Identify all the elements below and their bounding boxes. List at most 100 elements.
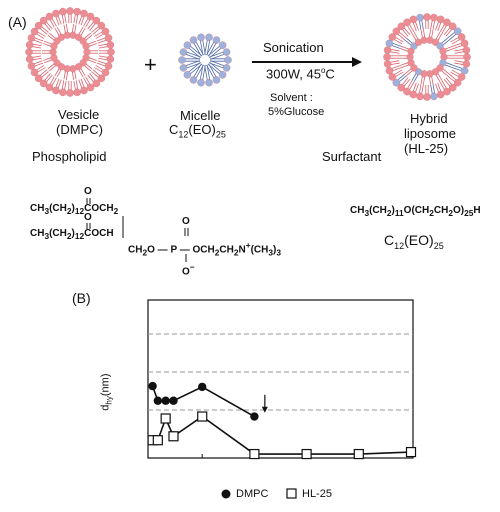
hybrid-inner-head (406, 53, 414, 61)
micelle-surfactant-head (218, 71, 227, 79)
outer-lipid-head (97, 21, 106, 30)
hybrid-inner-head (439, 47, 447, 55)
dmpc-chain1: CH3(CH2)12COCH2 (30, 203, 119, 216)
vesicle-sub-label: (DMPC) (56, 122, 103, 137)
outer-lipid-head (45, 12, 54, 21)
hybrid-line3: (HL-25) (404, 141, 449, 156)
micelle-surfactant-head (178, 56, 186, 64)
hybrid-outer-head (423, 93, 431, 101)
micelle-surfactant-head (212, 36, 221, 44)
dmpc-o1: O (84, 186, 92, 197)
hybrid-outer-head (436, 90, 445, 99)
outer-lipid-head (25, 48, 33, 56)
hybrid-outer-head (448, 22, 457, 31)
inner-lipid-head (49, 48, 57, 56)
inner-lipid-head (50, 54, 58, 62)
micelle-formula: C12(EO)25 (169, 122, 226, 140)
phosphate-chain: CH2O — P — OCH2CH2N+(CH3)3 (128, 240, 281, 258)
micelle-surfactant-head (218, 41, 227, 49)
micelle-illustration (178, 33, 232, 87)
outer-lipid-head (73, 7, 81, 16)
micelle-label: Micelle (180, 108, 221, 123)
hybrid-outer-head (385, 39, 394, 48)
outer-lipid-head (30, 27, 39, 36)
micelle-surfactant-head (183, 41, 192, 49)
hybrid-outer-head (443, 87, 451, 96)
hybrid-line2: liposome (404, 126, 457, 141)
micelle-surfactant-head (197, 33, 205, 42)
outer-lipid-head (25, 41, 34, 49)
y-axis-label: dhy(nm) (99, 373, 114, 411)
micelle-surfactant-head (212, 76, 221, 84)
hybrid-outer-head (460, 39, 469, 48)
hybrid-outer-head (453, 27, 462, 36)
surfactant-name: C12(EO)25 (384, 232, 444, 251)
micelle-surfactant-head (189, 36, 198, 44)
dmpc-chain2: CH3(CH2)12COCH (30, 228, 114, 241)
micelle-surfactant-head (189, 76, 198, 84)
outer-lipid-head (86, 12, 95, 21)
hybrid-outer-head (388, 33, 397, 41)
solvent-value: 5%Glucose (268, 106, 325, 118)
annotation-arrow-head (261, 406, 268, 413)
hybrid-outer-head (430, 92, 438, 101)
micelle-surfactant-head (179, 64, 188, 72)
outer-lipid-head (106, 41, 115, 49)
outer-lipid-head (92, 16, 101, 25)
outer-lipid-head (92, 79, 101, 88)
data-point-hl-25 (197, 411, 208, 422)
outer-lipid-head (66, 7, 74, 15)
inner-lipid-head (82, 42, 90, 50)
hybrid-outer-head (416, 13, 424, 22)
outer-lipid-head (30, 68, 39, 77)
legend-hl25-marker (286, 488, 297, 499)
legend-hl25-label: HL-25 (302, 488, 332, 500)
data-point-hl-25 (168, 431, 179, 442)
outer-lipid-head (104, 62, 113, 70)
phosphate-o-bottom: O− (182, 262, 195, 278)
hybrid-outer-head (397, 83, 406, 92)
vesicle-label: Vesicle (58, 107, 100, 122)
dmpc-o2: O (84, 212, 92, 223)
outer-lipid-head (101, 68, 110, 77)
hybrid-inner-head (407, 59, 415, 67)
data-point-hl-25 (152, 435, 163, 446)
hybrid-outer-head (403, 18, 411, 27)
outer-lipid-head (106, 55, 115, 63)
series-layer (147, 381, 417, 460)
outer-lipid-head (34, 74, 43, 83)
legend-dmpc-marker (221, 489, 231, 499)
sonication-label: Sonication (263, 40, 324, 55)
data-point-dmpc (198, 382, 207, 392)
data-point-hl-25 (249, 448, 260, 460)
solvent-label: Solvent : (270, 92, 313, 104)
reaction-arrow-head (352, 57, 362, 67)
size-chart (147, 299, 417, 460)
outer-lipid-head (39, 16, 48, 25)
outer-lipid-head (27, 62, 36, 70)
legend-dmpc-label: DMPC (236, 488, 269, 500)
hybrid-outer-head (430, 13, 438, 22)
data-point-hl-25 (405, 446, 417, 458)
data-point-hl-25 (160, 413, 171, 424)
hybrid-outer-head (403, 87, 411, 96)
hybrid-outer-head (409, 90, 418, 99)
outer-lipid-head (52, 86, 60, 95)
hybrid-outer-head (392, 27, 401, 36)
outer-lipid-head (59, 88, 67, 97)
hybrid-liposome-illustration (383, 13, 471, 101)
hybrid-outer-head (385, 66, 394, 75)
outer-lipid-head (104, 34, 113, 42)
data-point-dmpc (161, 396, 170, 405)
outer-lipid-head (25, 55, 34, 63)
vesicle-illustration (25, 7, 115, 97)
conditions-label: 300W, 45oC (266, 66, 335, 82)
micelle-surfactant-head (179, 48, 188, 56)
data-point-hl-25 (353, 448, 364, 460)
hybrid-outer-head (462, 60, 471, 68)
hybrid-outer-head (409, 15, 418, 24)
micelle-surfactant-head (222, 64, 231, 72)
panel-b-label: (B) (72, 290, 91, 306)
outer-lipid-head (97, 74, 106, 83)
outer-lipid-head (34, 21, 43, 30)
